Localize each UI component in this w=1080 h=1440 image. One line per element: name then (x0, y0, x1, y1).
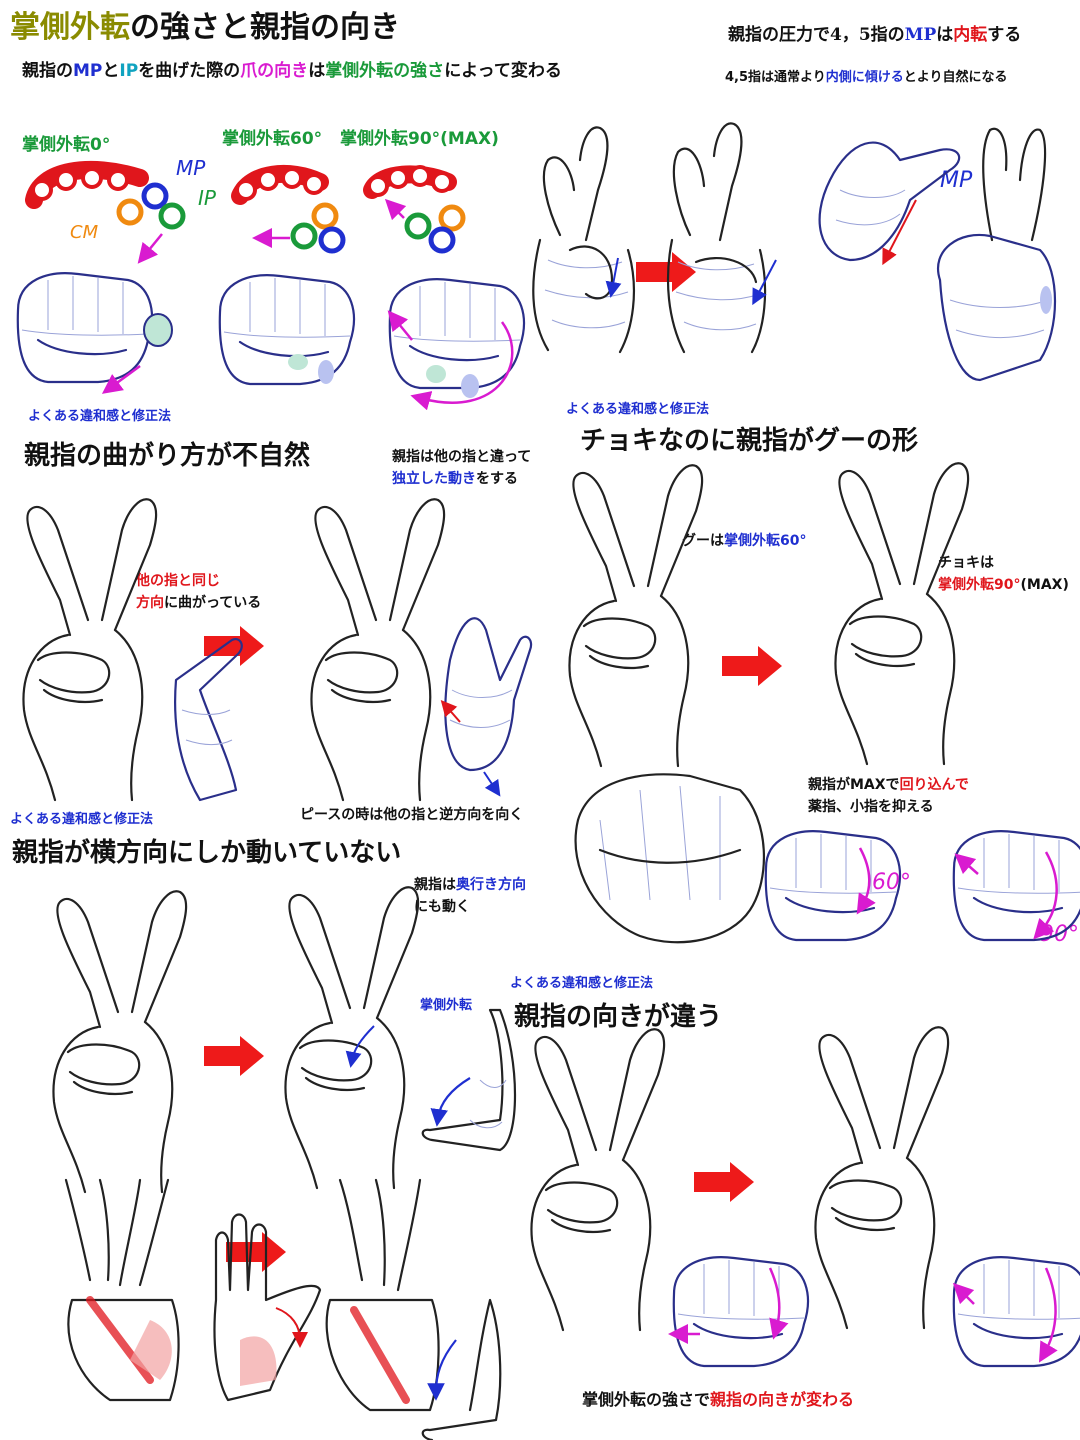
arrow-depth (345, 1025, 375, 1068)
arrow-mid-1 (204, 626, 264, 666)
label-deg0: 掌側外転0° (22, 135, 111, 155)
arrow-90 (1033, 851, 1058, 940)
note-same-direction: 他の指と同じ 方向に曲がっている (136, 573, 262, 611)
heading-choki-goo: チョキなのに親指がグーの形 (580, 426, 919, 456)
joint-diagram-60 (231, 164, 346, 254)
note-choki-90: チョキは 掌側外転90°(MAX) (938, 555, 1069, 593)
thumb-nail-0 (143, 313, 173, 347)
arrow-60 (856, 847, 876, 915)
fist-90 (388, 278, 526, 390)
palm-view (213, 1213, 322, 1402)
note-depth: 親指は奥行き方向 にも動く (414, 877, 526, 915)
joint-diagram-90 (363, 165, 466, 254)
hand-side-view-2 (421, 1298, 502, 1440)
label-cm: CM (70, 222, 99, 243)
label-deg60: 掌側外転60° (222, 129, 323, 149)
hand-side-view (421, 1008, 517, 1152)
arrow-lower-3 (694, 1162, 754, 1202)
hand-anatomy-1 (64, 1178, 180, 1402)
peace-wrong-1 (22, 498, 158, 802)
note-max-wrap: 親指がMAXで回り込んで 薬指、小指を抑える (808, 777, 969, 815)
hand-anatomy-2 (325, 1178, 440, 1412)
note-palmar: 掌側外転 (420, 998, 473, 1013)
bottom-caption: 掌側外転の強さで親指の向きが変わる (582, 1390, 855, 1409)
hand-small-2 (440, 617, 533, 797)
heading-sideways-only: 親指が横方向にしか動いていない (12, 838, 402, 868)
fist-small-60 (764, 830, 902, 942)
label-ip: IP (198, 186, 216, 210)
top-right-note-2: 4,5指は通常より内側に傾けるとより自然になる (725, 70, 1008, 85)
thumb-nail-90 (426, 365, 446, 383)
hand-small-1 (174, 638, 243, 802)
arrow-fist-90-b (387, 310, 413, 341)
arrow-dir-wrong (768, 1267, 789, 1340)
fist-0 (16, 272, 154, 384)
page-title: 掌側外転の強さと親指の向き (10, 10, 400, 45)
arrow-fist-90 (410, 321, 514, 411)
page-subtitle: 親指のMPとIPを曲げた際の爪の向きは掌側外転の強さによって変わる (22, 61, 562, 81)
peace-goo-thumb (568, 464, 704, 768)
thumb-tip-90 (461, 374, 479, 398)
common-fix-label-2: よくある違和感と修正法 (566, 402, 710, 417)
fist-60 (218, 274, 356, 386)
arrow-lower-2 (226, 1232, 286, 1272)
peace-choki-thumb (834, 462, 970, 766)
joint-diagram-0 (25, 160, 186, 264)
hand-top-right-1 (818, 141, 961, 266)
common-fix-label-1: よくある違和感と修正法 (28, 409, 172, 424)
common-fix-label-4: よくある違和感と修正法 (510, 976, 654, 991)
note-goo-60: グーは掌側外転60° (682, 533, 807, 549)
top-right-note-1: 親指の圧力で4，5指のMPは内転する (728, 25, 1022, 45)
peace-depth (284, 886, 420, 1190)
common-fix-label-3: よくある違和感と修正法 (10, 812, 154, 827)
label-mp: MP (176, 156, 206, 180)
deg-60-mark: 60° (872, 870, 911, 895)
peace-sideways (52, 890, 188, 1194)
fist-small-90 (952, 830, 1080, 942)
fist-direction-wrong (672, 1256, 810, 1368)
hand-top-right-2 (937, 127, 1057, 382)
arrow-mid-2 (722, 646, 782, 686)
peace-direction-wrong (530, 1028, 666, 1332)
peace-top-fixed (666, 122, 777, 354)
arrow-lower-1 (204, 1036, 264, 1076)
thumb-tip-60 (318, 360, 334, 384)
peace-top-wrong (532, 126, 636, 354)
arrow-fist-0 (101, 364, 141, 394)
thumb-nail-60 (288, 354, 308, 370)
fist-direction-fixed (952, 1256, 1080, 1368)
arrow-dir-fixed-b (952, 1282, 975, 1305)
note-independent: 親指は他の指と違って 独立した動きをする (392, 449, 532, 487)
note-peace-opposite: ピースの時は他の指と逆方向を向く (300, 807, 524, 823)
arrow-dir-fixed (1038, 1267, 1058, 1363)
peace-direction-fixed (814, 1026, 950, 1330)
heading-bend-unnatural: 親指の曲がり方が不自然 (24, 441, 311, 471)
arrow-top-1 (636, 252, 696, 292)
peace-fixed-1 (310, 498, 446, 802)
arrow-90-b (954, 853, 979, 875)
label-deg90: 掌側外転90°(MAX) (340, 129, 499, 149)
fist-large (574, 773, 765, 944)
heading-direction-wrong: 親指の向きが違う (514, 1002, 723, 1032)
